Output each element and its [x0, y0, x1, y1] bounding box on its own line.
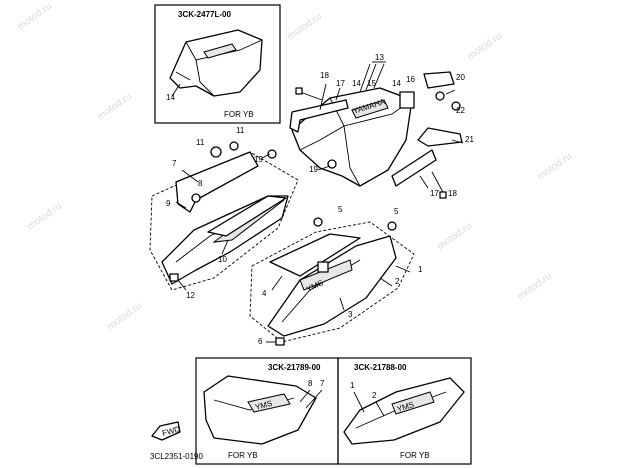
drawing-code: 3CL2351-0190 — [150, 452, 203, 461]
callout-8: 8 — [198, 179, 203, 188]
callout-16: 16 — [406, 75, 415, 84]
callout-14: 14 — [392, 79, 401, 88]
callout-12: 12 — [186, 291, 195, 300]
callout-1: 1 — [350, 381, 355, 390]
watermark: motod.ru — [535, 151, 574, 183]
watermark: motod.ru — [515, 271, 554, 303]
callout-19: 19 — [254, 155, 263, 164]
callout-9: 9 — [166, 199, 171, 208]
left-side-cover — [149, 151, 299, 291]
callout-5: 5 — [394, 207, 399, 216]
watermark: motod.ru — [435, 221, 474, 253]
callout-14: 14 — [166, 93, 175, 102]
callout-22: 22 — [456, 106, 465, 115]
inset-bottom-left: 3CK-21789-00 FOR YB 8 7 YMS — [195, 357, 339, 465]
callout-19: 19 — [309, 165, 318, 174]
callout-3: 3 — [348, 310, 353, 319]
inset-bottom-left-note: FOR YB — [228, 451, 258, 460]
callout-11: 11 — [236, 126, 245, 135]
callout-14: 14 — [352, 79, 361, 88]
callout-17: 17 — [430, 189, 439, 198]
callout-18: 18 — [320, 71, 329, 80]
callout-7: 7 — [172, 159, 177, 168]
inset-bottom-right: 3CK-21788-00 FOR YB 1 2 YMS — [337, 357, 472, 465]
callout-7: 7 — [320, 379, 325, 388]
callout-13: 13 — [375, 53, 384, 62]
watermark: motod.ru — [285, 11, 324, 43]
callout-20: 20 — [456, 73, 465, 82]
callout-15: 15 — [367, 79, 376, 88]
watermark-layer: motod.ru motod.ru motod.ru motod.ru moto… — [15, 1, 574, 443]
inset-bottom-left-code: 3CK-21789-00 — [268, 363, 321, 372]
inset-top-note: FOR YB — [224, 110, 254, 119]
inset-top: 3CK-2477L-00 FOR YB 14 — [154, 4, 281, 124]
fwd-arrow: FWD — [151, 421, 181, 441]
callout-8: 8 — [308, 379, 313, 388]
side-decal-text: YMS — [254, 399, 273, 412]
inset-top-code: 3CK-2477L-00 — [178, 10, 231, 19]
watermark: motod.ru — [95, 91, 134, 123]
watermark: motod.ru — [465, 31, 504, 63]
watermark: motod.ru — [105, 301, 144, 333]
callout-10: 10 — [218, 255, 227, 264]
callout-5: 5 — [338, 205, 343, 214]
rear-cowl-assembly: YAMAHA — [210, 61, 464, 199]
watermark: motod.ru — [25, 201, 64, 233]
right-side-cover: YMS — [249, 217, 415, 346]
callout-6: 6 — [258, 337, 263, 346]
callout-4: 4 — [262, 289, 267, 298]
callout-2: 2 — [395, 277, 400, 286]
callout-11: 11 — [196, 138, 205, 147]
callout-17: 17 — [336, 79, 345, 88]
callout-21: 21 — [465, 135, 474, 144]
callout-18: 18 — [448, 189, 457, 198]
callout-2: 2 — [372, 391, 377, 400]
inset-bottom-right-code: 3CK-21788-00 — [354, 363, 407, 372]
watermark: motod.ru — [15, 1, 54, 33]
inset-bottom-right-note: FOR YB — [400, 451, 430, 460]
callout-1: 1 — [418, 265, 423, 274]
callouts: 1 2 3 4 5 5 6 7 8 9 10 11 11 12 13 14 14… — [166, 53, 474, 346]
